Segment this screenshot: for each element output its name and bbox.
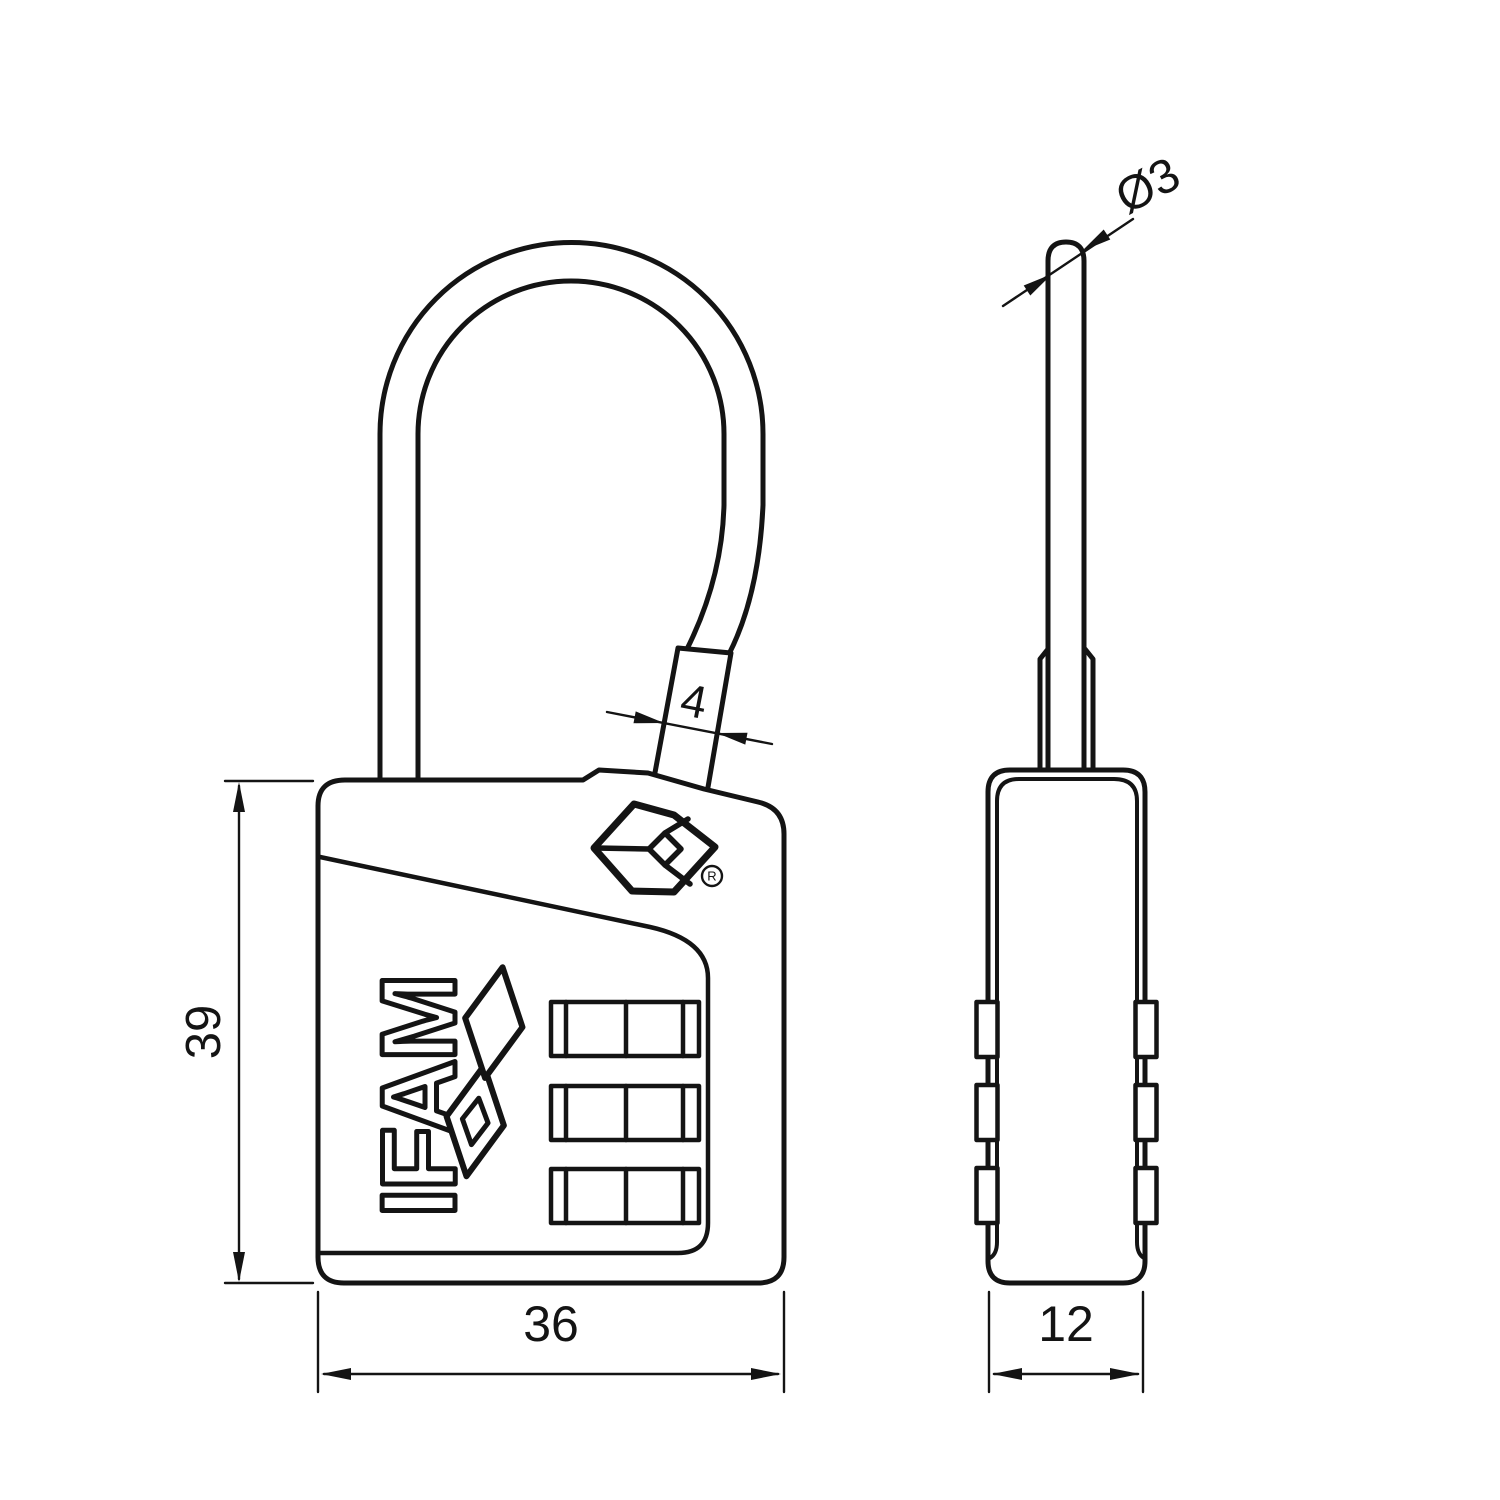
dimension-depth-12: 12 <box>987 1290 1145 1394</box>
lock-body-side <box>985 767 1148 1286</box>
tsa-logo-facet-lines <box>593 816 693 887</box>
cable-side <box>1045 239 1087 775</box>
cable-sleeve-side <box>1037 646 1096 777</box>
dim4-arrow-right <box>717 732 748 745</box>
wheel-left-3[interactable] <box>974 1165 1000 1226</box>
wheel-left-2[interactable] <box>974 1082 1000 1143</box>
dim-dia3-arrow-upper <box>1082 229 1111 251</box>
dial-row-2[interactable] <box>548 1083 702 1143</box>
registered-mark-circle <box>700 864 724 888</box>
tsa-logo-hexagon <box>590 800 719 896</box>
dimension-width-36: 36 <box>316 1290 786 1394</box>
dim-dia3-value: Ø3 <box>1107 148 1188 225</box>
dimension-cable-diameter: Ø3 <box>1001 148 1189 308</box>
side-body-inner-right <box>1135 844 1146 1260</box>
front-panel-edge <box>317 854 711 1256</box>
ifam-emblem <box>443 964 526 1180</box>
dim36-arrow-right <box>751 1368 781 1380</box>
dim12-arrow-right <box>1110 1368 1140 1380</box>
dim12-arrow-left <box>992 1368 1022 1380</box>
dial-row-3[interactable] <box>548 1166 702 1226</box>
registered-mark-letter: R <box>707 869 716 884</box>
dial-wheels-side <box>974 999 1159 1226</box>
wheel-right-2[interactable] <box>1133 1082 1159 1143</box>
dim36-arrow-left <box>321 1368 351 1380</box>
cable-shackle-inner <box>415 278 727 789</box>
wheel-right-1[interactable] <box>1133 999 1159 1060</box>
dial-row-1[interactable] <box>548 999 702 1059</box>
dim39-extension-lines <box>223 779 315 1285</box>
cable-sleeve <box>651 645 734 796</box>
dim39-arrow-top <box>233 782 245 812</box>
dim-dia3-arrow-lower <box>1023 274 1052 296</box>
ifam-emblem-lower-diamond-hole <box>459 1095 491 1148</box>
tsa-logo-inner-diamond <box>646 830 684 868</box>
cable-shackle-outer <box>377 240 766 789</box>
dimension-height-39: 39 <box>177 779 315 1285</box>
ifam-emblem-upper-diamond <box>462 964 526 1081</box>
dim39-value: 39 <box>177 1005 231 1060</box>
side-view: 12 Ø3 <box>974 148 1189 1394</box>
wheel-left-1[interactable] <box>974 999 1000 1060</box>
wheel-right-3[interactable] <box>1133 1165 1159 1226</box>
dim39-arrow-bottom <box>233 1252 245 1282</box>
dim4-arrow-left <box>633 711 664 724</box>
dim36-value: 36 <box>523 1296 579 1352</box>
dim12-extension-lines <box>987 1290 1145 1394</box>
dim12-value: 12 <box>1038 1296 1094 1352</box>
dim36-extension-lines <box>316 1290 786 1394</box>
side-body-inner-cap <box>995 777 1139 848</box>
combination-dials-front <box>548 999 702 1226</box>
front-view: R IFAM <box>177 240 787 1394</box>
dim-dia3-line <box>1001 217 1135 308</box>
ifam-emblem-lower-diamond <box>443 1062 507 1180</box>
side-body-inner-left <box>988 844 999 1260</box>
dimension-sleeve-4: 4 <box>605 673 774 746</box>
tsa-diamond-logo: R <box>590 800 724 896</box>
